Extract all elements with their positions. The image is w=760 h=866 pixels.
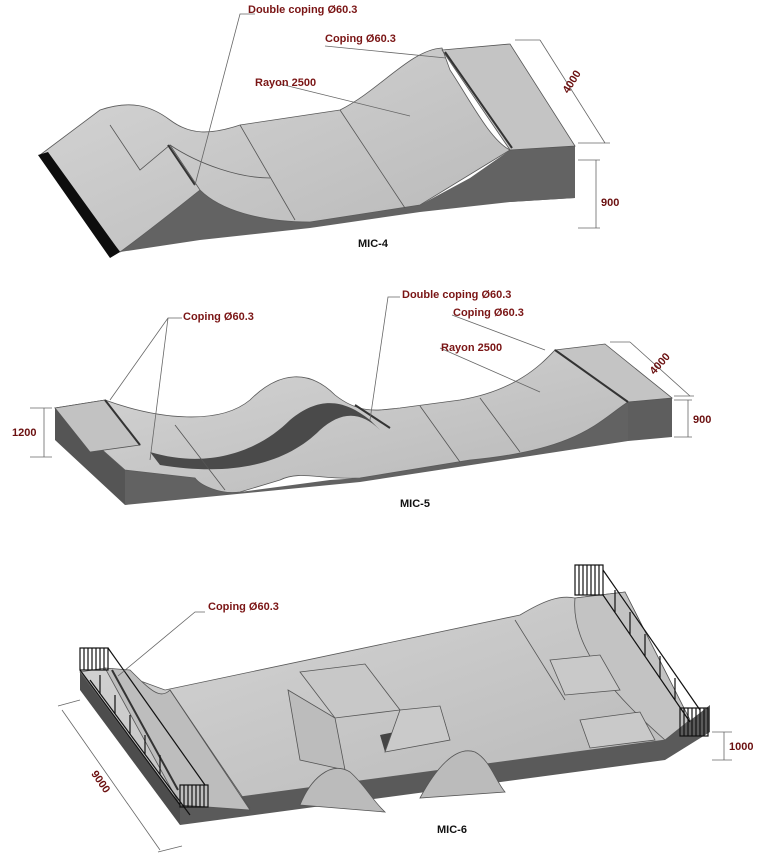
mic6-railing-right <box>574 564 709 737</box>
mic4-dim-height: 900 <box>601 197 620 209</box>
mic5-joint-2 <box>419 405 461 463</box>
mic5-joint-1 <box>174 424 226 491</box>
mic4-leaders <box>194 13 610 229</box>
mic5-label-coping-left: Coping Ø60.3 <box>183 311 254 323</box>
mic4-left-black-edge <box>38 152 120 258</box>
mic6-coping <box>111 669 179 791</box>
mic5-ramp <box>54 343 674 505</box>
mic6-title: MIC-6 <box>437 824 467 836</box>
mic6-leaders <box>57 611 732 853</box>
mic6-roller-right <box>419 750 506 799</box>
mic4-title: MIC-4 <box>358 238 388 250</box>
mic4-joint-1 <box>239 124 296 221</box>
mic4-spine-notch <box>109 124 201 191</box>
mic4-front-side <box>120 146 575 252</box>
mic6-park <box>79 591 710 825</box>
mic5-title: MIC-5 <box>400 498 430 510</box>
mic4-coping-double <box>167 144 196 186</box>
mic6-right-kicker-1 <box>549 654 621 696</box>
mic5-hump-side <box>150 403 380 470</box>
mic6-funbox-right-ramp <box>384 705 451 753</box>
mic6-left-qp <box>104 667 251 811</box>
mic6-roller-left <box>299 768 387 813</box>
mic4-label-coping: Coping Ø60.3 <box>325 33 396 45</box>
mic6-label-coping: Coping Ø60.3 <box>208 601 279 613</box>
mic4-coping-right <box>444 51 513 149</box>
mic6-right-kicker-2 <box>579 711 656 749</box>
mic5-label-double-coping: Double coping Ø60.3 <box>402 289 512 301</box>
mic5-coping-left <box>104 399 141 446</box>
mic5-left-front <box>55 408 125 505</box>
mic5-front-side <box>125 402 628 505</box>
mic6-joint-2 <box>514 619 566 701</box>
mic6-dim-height: 1000 <box>729 741 754 753</box>
mic5-coping-double <box>354 404 391 429</box>
mic4-joint-2 <box>339 109 406 209</box>
mic4-label-rayon: Rayon 2500 <box>255 77 317 89</box>
mic5-label-rayon: Rayon 2500 <box>441 342 503 354</box>
mic4-ride-surface <box>39 47 511 253</box>
mic5-coping-right <box>554 349 629 403</box>
mic5-dim-height-left: 1200 <box>12 427 37 439</box>
mic4-right-deck <box>441 43 576 151</box>
mic5-leaders <box>30 296 694 461</box>
mic6-joint-1 <box>169 689 251 809</box>
mic5-label-coping-right: Coping Ø60.3 <box>453 307 524 319</box>
mic4-curve-line <box>169 144 271 179</box>
mic5-dim-height-right: 900 <box>693 414 712 426</box>
mic5-right-side <box>628 398 672 441</box>
mic4-ramp <box>38 43 576 258</box>
mic6-left-side <box>80 672 180 825</box>
mic4-label-double-coping: Double coping Ø60.3 <box>248 4 358 16</box>
mic5-ride-surface <box>54 349 629 493</box>
mic5-joint-3 <box>479 397 521 453</box>
